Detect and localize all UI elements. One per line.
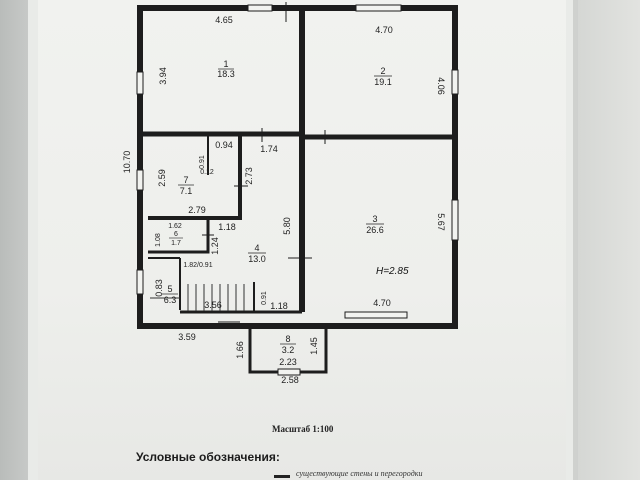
legend-title: Условные обозначения: <box>136 450 280 464</box>
room-4-num: 4 <box>254 243 259 253</box>
dim-118b: 1.18 <box>270 301 288 311</box>
windows <box>136 4 459 376</box>
room-2-area: 19.1 <box>374 77 392 87</box>
room-4-area: 13.0 <box>248 254 266 264</box>
dim-012: 0.12 <box>200 169 214 176</box>
legend-item-walls: существующие стены и перегородки <box>296 469 423 478</box>
dim-273: 2.73 <box>244 167 254 185</box>
wall-room6 <box>148 218 210 254</box>
room-5-area: 6.3 <box>164 295 177 305</box>
dim-356: 3.56 <box>204 300 222 310</box>
dim-083: 0.83 <box>154 279 164 297</box>
room-1-area: 18.3 <box>217 69 235 79</box>
dim-124: 1.24 <box>210 237 220 255</box>
dim-108: 1.08 <box>155 233 162 247</box>
dim-470b: 4.70 <box>373 298 391 308</box>
dim-top-right: 4.70 <box>375 25 393 35</box>
room-7-num: 7 <box>183 175 188 185</box>
dim-total-h: 10.70 <box>122 151 132 174</box>
dim-118: 1.18 <box>218 222 236 232</box>
dim-259: 2.59 <box>157 169 167 187</box>
room-6-area: 1.7 <box>171 240 181 247</box>
dim-094: 0.94 <box>215 140 233 150</box>
room-7-area: 7.1 <box>180 186 193 196</box>
dim-258: 2.58 <box>281 375 299 385</box>
dim-580: 5.80 <box>282 217 292 235</box>
room-3-num: 3 <box>372 214 377 224</box>
dim-091: 0.91 <box>199 155 206 169</box>
outer-wall <box>137 5 458 329</box>
legend-wall-symbol <box>274 475 290 478</box>
room-3-area: 26.6 <box>366 225 384 235</box>
dim-279: 2.79 <box>188 205 206 215</box>
dim-top-left: 4.65 <box>215 15 233 25</box>
dim-567: 5.67 <box>436 213 446 231</box>
dim-174: 1.74 <box>260 144 278 154</box>
dimension-labels: 4.65 4.70 3.94 4.06 10.70 0.94 1.74 0.91… <box>122 15 446 385</box>
dim-091b: 0.91 <box>261 291 268 305</box>
dim-182-091: 1.82/0.91 <box>183 262 212 269</box>
door-marks <box>202 2 326 323</box>
adjacent-page <box>578 0 640 480</box>
room-6-num: 6 <box>174 231 178 238</box>
dim-162: 1.62 <box>168 223 182 230</box>
room-1-num: 1 <box>223 59 228 69</box>
dim-145: 1.45 <box>309 337 319 355</box>
room-2-num: 2 <box>380 66 385 76</box>
dim-room2-h: 4.06 <box>436 77 446 95</box>
room-8-num: 8 <box>285 334 290 344</box>
wall-room7 <box>148 134 242 220</box>
room-labels: 1 18.3 2 19.1 3 26.6 4 13.0 5 6.3 6 1.7 … <box>162 59 409 355</box>
scale-label: Масштаб 1:100 <box>272 424 334 434</box>
room-8-area: 3.2 <box>282 345 295 355</box>
dim-166: 1.66 <box>235 341 245 359</box>
room-5-num: 5 <box>167 284 172 294</box>
dim-359: 3.59 <box>178 332 196 342</box>
stair-treads <box>150 284 245 311</box>
dim-room1-h: 3.94 <box>158 67 168 85</box>
dim-223: 2.23 <box>279 357 297 367</box>
ceiling-height: H=2.85 <box>376 266 409 277</box>
